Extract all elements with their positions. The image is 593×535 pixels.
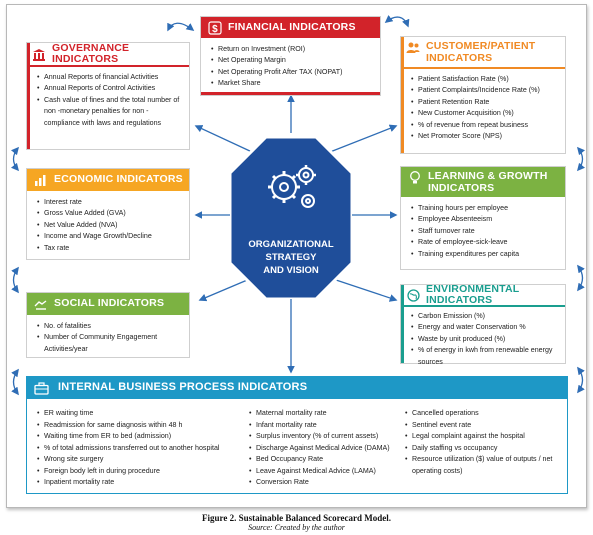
- list-item: Annual Reports of Control Activities: [37, 83, 183, 95]
- customer-title-line-1: CUSTOMER/PATIENT: [426, 40, 536, 52]
- list-item: Wrong site surgery: [37, 454, 249, 466]
- list-item: Foreign body left in during procedure: [37, 466, 249, 478]
- learning-card: LEARNING & GROWTH INDICATORS Training ho…: [400, 166, 566, 270]
- economic-card: ECONOMIC INDICATORS Interest rate Gross …: [26, 168, 190, 260]
- list-item: Cash value of fines and the total number…: [37, 95, 183, 129]
- ibp-title: INTERNAL BUSINESS PROCESS INDICATORS: [58, 381, 308, 394]
- list-item: ER waiting time: [37, 408, 249, 420]
- gears-icon: [268, 165, 316, 208]
- figure-title: Figure 2. Sustainable Balanced Scorecard…: [202, 513, 391, 523]
- learning-title-line-2: INDICATORS: [428, 181, 495, 194]
- list-item: Income and Wage Growth/Decline: [37, 231, 183, 243]
- learning-title-line-1: LEARNING & GROWTH: [428, 170, 548, 182]
- list-item: % of revenue from repeat business: [411, 120, 559, 132]
- list-item: Sentinel event rate: [405, 420, 563, 432]
- bar-chart-icon: [33, 173, 49, 187]
- list-item: Training hours per employee: [411, 203, 559, 215]
- list-item: Employee Absenteeism: [411, 214, 559, 226]
- governance-title: GOVERNANCE INDICATORS: [52, 41, 130, 65]
- center-line-2: STRATEGY: [265, 252, 317, 263]
- list-item: Surplus inventory (% of current assets): [249, 431, 409, 443]
- list-item: Leave Against Medical Advice (LAMA): [249, 466, 409, 478]
- list-item: % of energy in kwh from renewable energy…: [411, 345, 559, 368]
- figure-caption: Figure 2. Sustainable Balanced Scorecard…: [0, 513, 593, 532]
- list-item: Inpatient mortality rate: [37, 477, 249, 489]
- list-item: Energy and water Conservation %: [411, 322, 559, 334]
- strategy-octagon: ORGANIZATIONAL STRATEGY AND VISION: [228, 135, 354, 301]
- list-item: Market Share: [211, 78, 374, 90]
- hands-icon: [33, 297, 49, 311]
- svg-text:$: $: [212, 24, 218, 35]
- list-item: Number of Community Engagement Activitie…: [37, 332, 183, 355]
- center-line-1: ORGANIZATIONAL: [248, 239, 334, 250]
- ibp-column-2: Maternal mortality rate Infant mortality…: [249, 408, 409, 489]
- building-icon: [31, 47, 47, 61]
- customer-list: Patient Satisfaction Rate (%) Patient Co…: [411, 74, 559, 143]
- list-item: Discharge Against Medical Advice (DAMA): [249, 443, 409, 455]
- list-item: Resource utilization ($) value of output…: [405, 454, 563, 477]
- list-item: Gross Value Added (GVA): [37, 208, 183, 220]
- list-item: Patient Satisfaction Rate (%): [411, 74, 559, 86]
- list-item: Cancelled operations: [405, 408, 563, 420]
- list-item: Return on Investment (ROI): [211, 44, 374, 56]
- environmental-card: ENVIRONMENTAL INDICATORS Carbon Emission…: [400, 282, 566, 366]
- globe-icon: [405, 288, 421, 302]
- list-item: Carbon Emission (%): [411, 311, 559, 323]
- list-item: Conversion Rate: [249, 477, 409, 489]
- social-title: SOCIAL INDICATORS: [54, 297, 165, 310]
- ibp-column-3: Cancelled operations Sentinel event rate…: [405, 408, 563, 477]
- briefcase-icon: [33, 381, 49, 395]
- financial-list: Return on Investment (ROI) Net Operating…: [211, 44, 374, 90]
- ibp-card: INTERNAL BUSINESS PROCESS INDICATORS ER …: [26, 376, 568, 494]
- list-item: Patient Complaints/Incidence Rate (%): [411, 85, 559, 97]
- learning-list: Training hours per employee Employee Abs…: [411, 203, 559, 260]
- customer-card: CUSTOMER/PATIENT INDICATORS Patient Sati…: [400, 36, 566, 154]
- people-icon: [405, 41, 421, 55]
- list-item: Training expenditures per capita: [411, 249, 559, 261]
- financial-card: $ FINANCIAL INDICATORS Return on Investm…: [200, 16, 381, 96]
- list-item: Net Operating Margin: [211, 55, 374, 67]
- list-item: No. of fatalities: [37, 321, 183, 333]
- list-item: Infant mortality rate: [249, 420, 409, 432]
- list-item: Interest rate: [37, 197, 183, 209]
- list-item: Patient Retention Rate: [411, 97, 559, 109]
- environmental-list: Carbon Emission (%) Energy and water Con…: [411, 311, 559, 368]
- lightbulb-icon: [407, 171, 423, 185]
- environmental-title: ENVIRONMENTAL INDICATORS: [426, 282, 520, 306]
- center-line-3: AND VISION: [263, 265, 319, 276]
- list-item: Readmission for same diagnosis within 48…: [37, 420, 249, 432]
- financial-title: FINANCIAL INDICATORS: [228, 20, 356, 33]
- social-card: SOCIAL INDICATORS No. of fatalities Numb…: [26, 292, 190, 358]
- list-item: Tax rate: [37, 243, 183, 255]
- customer-title-line-2: INDICATORS: [426, 51, 493, 64]
- list-item: Bed Occupancy Rate: [249, 454, 409, 466]
- figure-source: Source: Created by the author: [248, 523, 345, 532]
- list-item: Daily staffing vs occupancy: [405, 443, 563, 455]
- social-list: No. of fatalities Number of Community En…: [37, 321, 183, 355]
- list-item: Net Operating Profit After TAX (NOPAT): [211, 67, 374, 79]
- list-item: Net Value Added (NVA): [37, 220, 183, 232]
- list-item: Net Promoter Score (NPS): [411, 131, 559, 143]
- list-item: Waiting time from ER to bed (admission): [37, 431, 249, 443]
- list-item: Waste by unit produced (%): [411, 334, 559, 346]
- list-item: % of total admissions transferred out to…: [37, 443, 249, 455]
- list-item: Rate of employee-sick-leave: [411, 237, 559, 249]
- economic-list: Interest rate Gross Value Added (GVA) Ne…: [37, 197, 183, 254]
- list-item: Annual Reports of financial Activities: [37, 72, 183, 84]
- governance-card: GOVERNANCE INDICATORS Annual Reports of …: [26, 42, 190, 150]
- list-item: Maternal mortality rate: [249, 408, 409, 420]
- ibp-column-1: ER waiting time Readmission for same dia…: [37, 408, 249, 489]
- dollar-icon: $: [207, 20, 223, 35]
- list-item: Staff turnover rate: [411, 226, 559, 238]
- governance-list: Annual Reports of financial Activities A…: [37, 72, 183, 129]
- list-item: Legal complaint against the hospital: [405, 431, 563, 443]
- economic-title: ECONOMIC INDICATORS: [54, 173, 183, 186]
- list-item: New Customer Acquisition (%): [411, 108, 559, 120]
